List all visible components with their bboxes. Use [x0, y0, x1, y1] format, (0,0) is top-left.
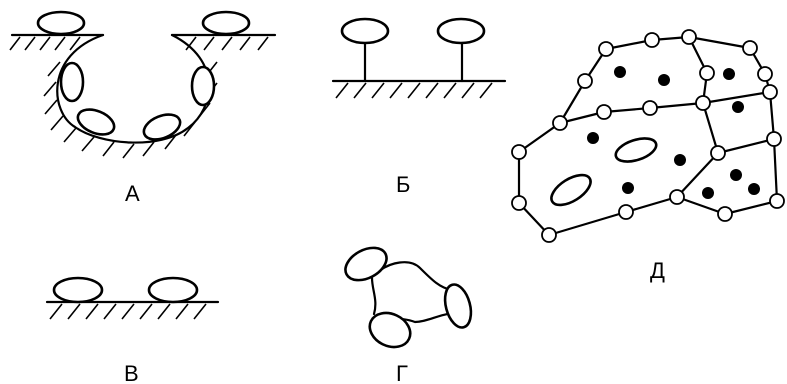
- label-b: Б: [396, 172, 410, 197]
- panel-g: Г: [344, 246, 473, 384]
- panel-a-particle: [190, 65, 216, 107]
- label-a: А: [125, 181, 140, 206]
- panel-a-particle: [76, 108, 116, 136]
- panel-a-particle: [59, 61, 85, 103]
- panel-a-particle: [201, 10, 251, 36]
- panel-a: А: [9, 10, 277, 206]
- panel-v: В: [45, 276, 220, 384]
- panel-v-particle: [147, 276, 199, 304]
- panel-g-particle: [443, 283, 473, 329]
- panel-g-particle: [368, 311, 412, 349]
- panel-v-hatching: [49, 303, 207, 320]
- panel-b-particle: [436, 17, 486, 45]
- label-g: Г: [396, 361, 408, 384]
- panel-g-particle: [344, 246, 388, 282]
- panel-a-hatching: [9, 36, 269, 159]
- panel-d-filled-nodes: [587, 66, 760, 199]
- panel-v-particle: [52, 276, 104, 304]
- panel-b-particle: [340, 17, 390, 45]
- label-d: Д: [650, 258, 665, 283]
- panel-d: Д: [511, 29, 785, 283]
- panel-a-particle: [36, 10, 86, 36]
- panel-d-open-nodes: [511, 29, 785, 243]
- panel-d-particle: [550, 173, 592, 207]
- panel-d-particle: [614, 137, 658, 163]
- label-v: В: [124, 361, 139, 384]
- panel-b-hatching: [335, 82, 493, 99]
- panel-a-particle: [142, 113, 182, 141]
- panel-b: Б: [331, 17, 507, 197]
